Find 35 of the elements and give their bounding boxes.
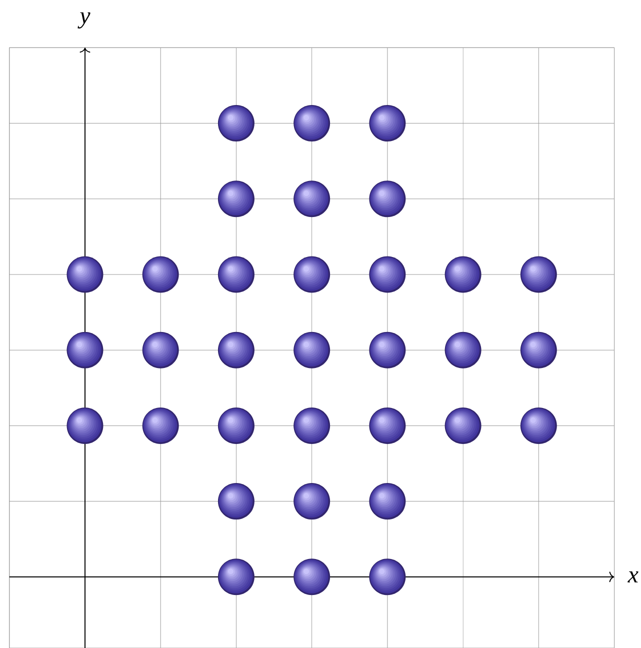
peg-ball [218,407,254,444]
peg-ball [369,332,406,368]
peg-ball [66,256,104,293]
peg-ball [294,105,330,142]
peg-ball [218,483,254,520]
peg-ball [142,407,179,444]
peg-ball [294,558,330,596]
peg-ball [520,332,557,368]
peg-ball [218,180,254,218]
peg-ball [369,407,406,444]
peg-ball [142,332,179,368]
peg-ball [294,332,330,368]
axis-label: x [628,571,638,582]
peg-ball [218,256,254,293]
peg-ball [66,332,104,368]
peg-ball [294,180,330,218]
peg-ball [294,407,330,444]
axis-label: y [78,12,90,28]
peg-ball [369,483,406,520]
peg-ball [369,558,406,596]
peg-ball [218,558,254,596]
peg-ball [520,407,557,444]
peg-ball [444,407,482,444]
peg-ball [294,483,330,520]
peg-ball [520,256,557,293]
peg-ball [294,256,330,293]
peg-ball [66,407,104,444]
peg-ball [369,256,406,293]
peg-ball [218,105,254,142]
peg-ball [369,105,406,142]
peg-ball [369,180,406,218]
peg-ball [218,332,254,368]
peg-ball [444,256,482,293]
peg-ball [142,256,179,293]
peg-ball [444,332,482,368]
